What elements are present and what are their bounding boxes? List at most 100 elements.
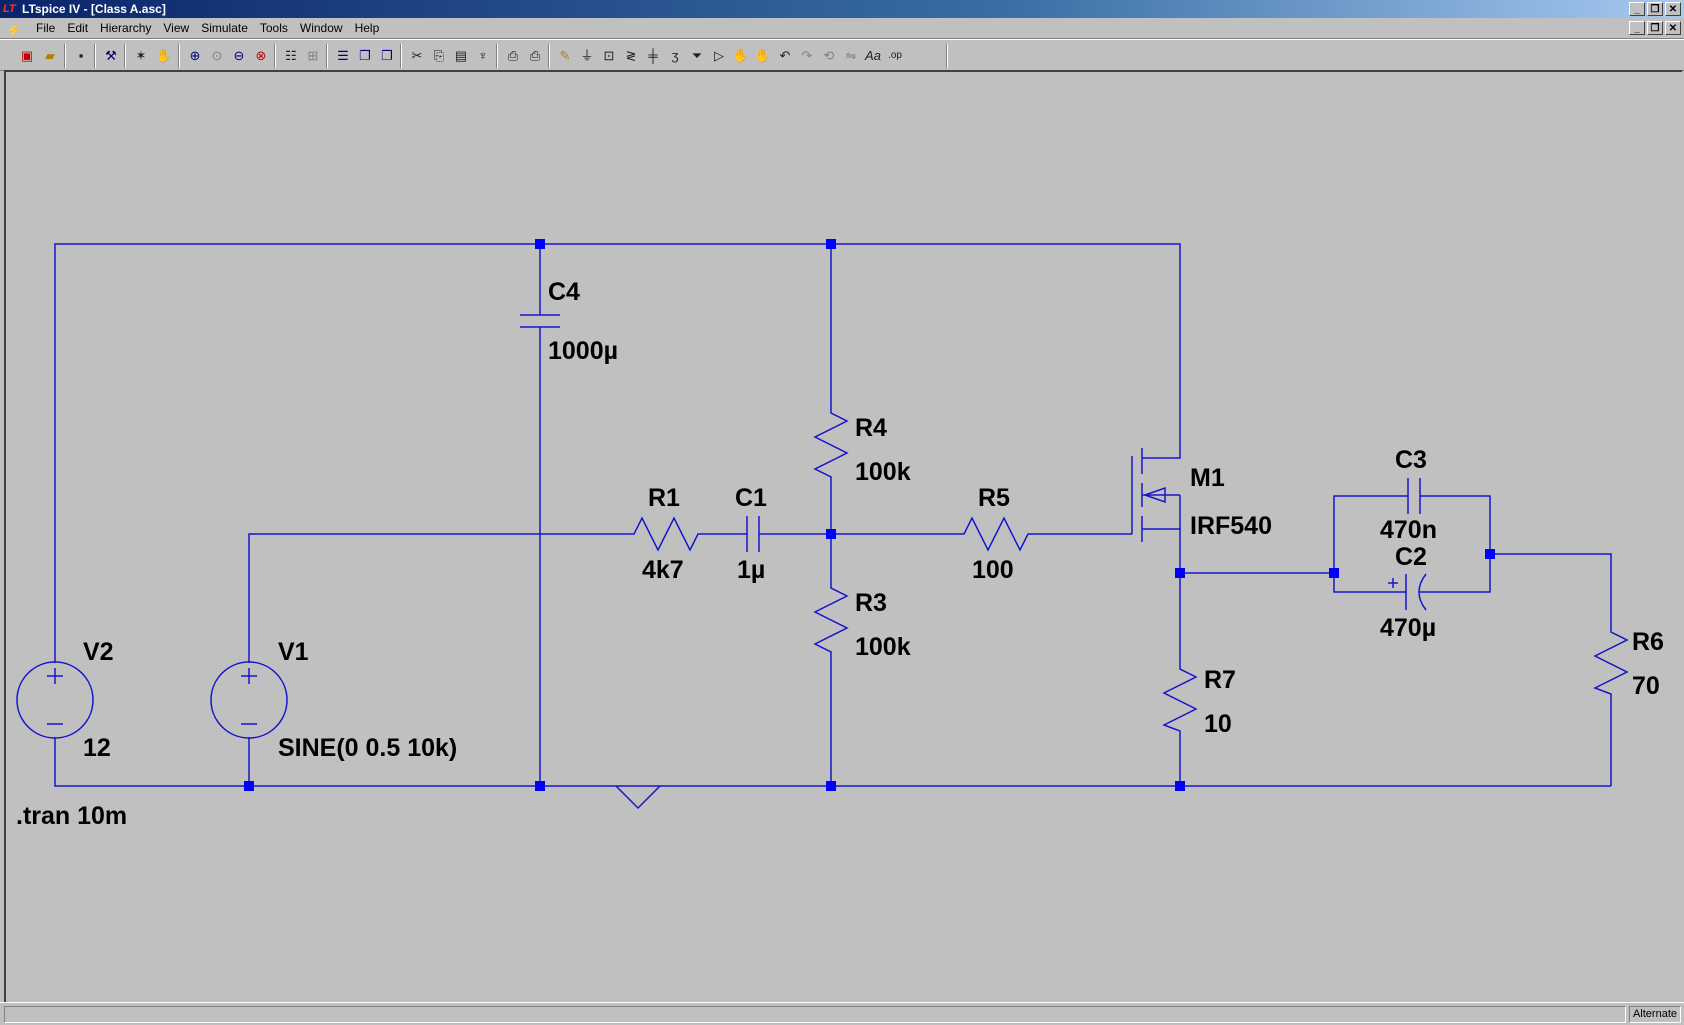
r5-name[interactable]: R5 (978, 484, 1010, 512)
c3-value[interactable]: 470n (1380, 516, 1437, 544)
wire-c2-right[interactable] (1420, 554, 1491, 593)
zoom-fit-icon[interactable]: ⊗ (255, 48, 267, 63)
cascade-icon[interactable]: ❐ (359, 48, 371, 63)
menu-hierarchy[interactable]: Hierarchy (100, 21, 152, 35)
doc-restore-button[interactable]: ❐ (1647, 21, 1663, 35)
draw-wire-icon[interactable]: ✎ (559, 48, 571, 63)
print-icon[interactable]: ⎙ (529, 48, 541, 63)
r6-name[interactable]: R6 (1632, 628, 1664, 656)
v2-name[interactable]: V2 (83, 638, 114, 666)
menu-help[interactable]: Help (354, 21, 380, 35)
toolbar-separator (94, 44, 96, 68)
menu-view[interactable]: View (163, 21, 190, 35)
junction-node (1175, 568, 1185, 578)
run-icon[interactable]: ✶ (135, 48, 147, 63)
wire-c3-right[interactable] (1420, 495, 1491, 554)
new-schematic-icon[interactable]: ▣ (20, 48, 34, 63)
r1-name[interactable]: R1 (648, 484, 680, 512)
wire-ground-rail[interactable] (54, 737, 1611, 787)
drag-icon[interactable]: ✋ (754, 48, 772, 63)
halt-icon[interactable]: ✋ (155, 48, 173, 63)
label-net-icon[interactable]: ⊡ (603, 48, 615, 63)
r7-name[interactable]: R7 (1204, 666, 1236, 694)
print-setup-icon[interactable]: ⎙ (507, 48, 519, 63)
wire-c2-left[interactable] (1333, 573, 1406, 593)
close-button[interactable]: ✕ (1665, 2, 1681, 16)
doc-close-button[interactable]: ✕ (1665, 21, 1681, 35)
open-folder-icon[interactable]: ▰ (45, 48, 55, 63)
find-icon[interactable]: ♆ (478, 48, 488, 63)
wire-top-rail[interactable] (54, 243, 1181, 663)
ground-icon[interactable]: ⏚ (580, 48, 594, 63)
minimize-button[interactable]: _ (1629, 2, 1645, 16)
resistor-icon[interactable]: ≷ (625, 48, 637, 63)
menu-edit[interactable]: Edit (67, 21, 89, 35)
c4-name[interactable]: C4 (548, 278, 580, 306)
copy-icon[interactable]: ⎘ (433, 48, 445, 63)
tile-horizontal-icon[interactable]: ☰ (337, 48, 349, 63)
r4-value[interactable]: 100k (855, 458, 911, 486)
wire-r6-top[interactable] (1490, 553, 1612, 624)
menu-simulate[interactable]: Simulate (201, 21, 248, 35)
c1-value[interactable]: 1µ (737, 556, 765, 584)
zoom-out-icon[interactable]: ⊖ (233, 48, 245, 63)
v2-value[interactable]: 12 (83, 734, 111, 762)
r3-value[interactable]: 100k (855, 633, 911, 661)
m1-name[interactable]: M1 (1190, 464, 1225, 492)
r3-name[interactable]: R3 (855, 589, 887, 617)
component-icon[interactable]: ▷ (714, 48, 724, 63)
spice-directive[interactable]: .tran 10m (16, 802, 127, 830)
zoom-in-icon[interactable]: ⊕ (189, 48, 201, 63)
rotate-icon[interactable]: ⟲ (823, 48, 835, 63)
capacitor-icon[interactable]: ╪ (648, 48, 658, 63)
restore-button[interactable]: ❐ (1647, 2, 1663, 16)
v1-name[interactable]: V1 (278, 638, 309, 666)
spice-directive-icon[interactable]: .op (888, 50, 902, 61)
r3-zigzag (813, 580, 849, 658)
wire-input[interactable] (248, 533, 626, 663)
move-icon[interactable]: ✋ (732, 48, 750, 63)
junction-node (1175, 781, 1185, 791)
redo-icon[interactable]: ↷ (801, 48, 813, 63)
ltspice-app-icon: LT (3, 3, 16, 15)
r1-value[interactable]: 4k7 (642, 556, 684, 584)
inductor-icon[interactable]: ʒ (671, 48, 679, 63)
r4-name[interactable]: R4 (855, 414, 887, 442)
mosfet-source-wire[interactable] (1142, 528, 1181, 573)
undo-icon[interactable]: ↶ (779, 48, 791, 63)
menu-window[interactable]: Window (299, 21, 343, 35)
grid-icon[interactable]: ⊞ (307, 48, 319, 63)
pan-icon[interactable]: ⊙ (211, 48, 223, 63)
c3-name[interactable]: C3 (1395, 446, 1427, 474)
diode-icon[interactable]: ⏷ (691, 48, 703, 63)
c1-name[interactable]: C1 (735, 484, 767, 512)
doc-minimize-button[interactable]: _ (1629, 21, 1645, 35)
toolbar-separator (326, 44, 328, 68)
tile-vertical-icon[interactable]: ❒ (381, 48, 393, 63)
v2-source-circle[interactable] (16, 661, 94, 739)
wire-c3-left[interactable] (1333, 495, 1408, 573)
menu-file[interactable]: File (36, 21, 56, 35)
title-bar: LT LTspice IV - [Class A.asc] _ ❐ ✕ (0, 0, 1684, 18)
c2-value[interactable]: 470µ (1380, 614, 1436, 642)
window-title: LTspice IV - [Class A.asc] (22, 2, 166, 16)
r6-value[interactable]: 70 (1632, 672, 1660, 700)
save-icon[interactable]: ▪ (78, 48, 84, 63)
menu-tools[interactable]: Tools (259, 21, 288, 35)
schematic-canvas[interactable] (4, 70, 1682, 1002)
m1-value[interactable]: IRF540 (1190, 512, 1272, 540)
c4-value[interactable]: 1000µ (548, 337, 618, 365)
ground-symbol (615, 785, 661, 810)
r7-value[interactable]: 10 (1204, 710, 1232, 738)
paste-icon[interactable]: ▤ (454, 48, 468, 63)
autorange-icon[interactable]: ☷ (285, 48, 297, 63)
mirror-icon[interactable]: ⇋ (845, 48, 857, 63)
c2-name[interactable]: C2 (1395, 543, 1427, 571)
v1-value[interactable]: SINE(0 0.5 10k) (278, 734, 457, 762)
document-icon[interactable]: ⚡ (6, 23, 23, 38)
text-icon[interactable]: Aa (865, 48, 881, 63)
r5-value[interactable]: 100 (972, 556, 1014, 584)
cut-icon[interactable]: ✂ (411, 48, 423, 63)
control-panel-icon[interactable]: ⚒ (105, 48, 117, 63)
v1-source-circle[interactable] (210, 661, 288, 739)
